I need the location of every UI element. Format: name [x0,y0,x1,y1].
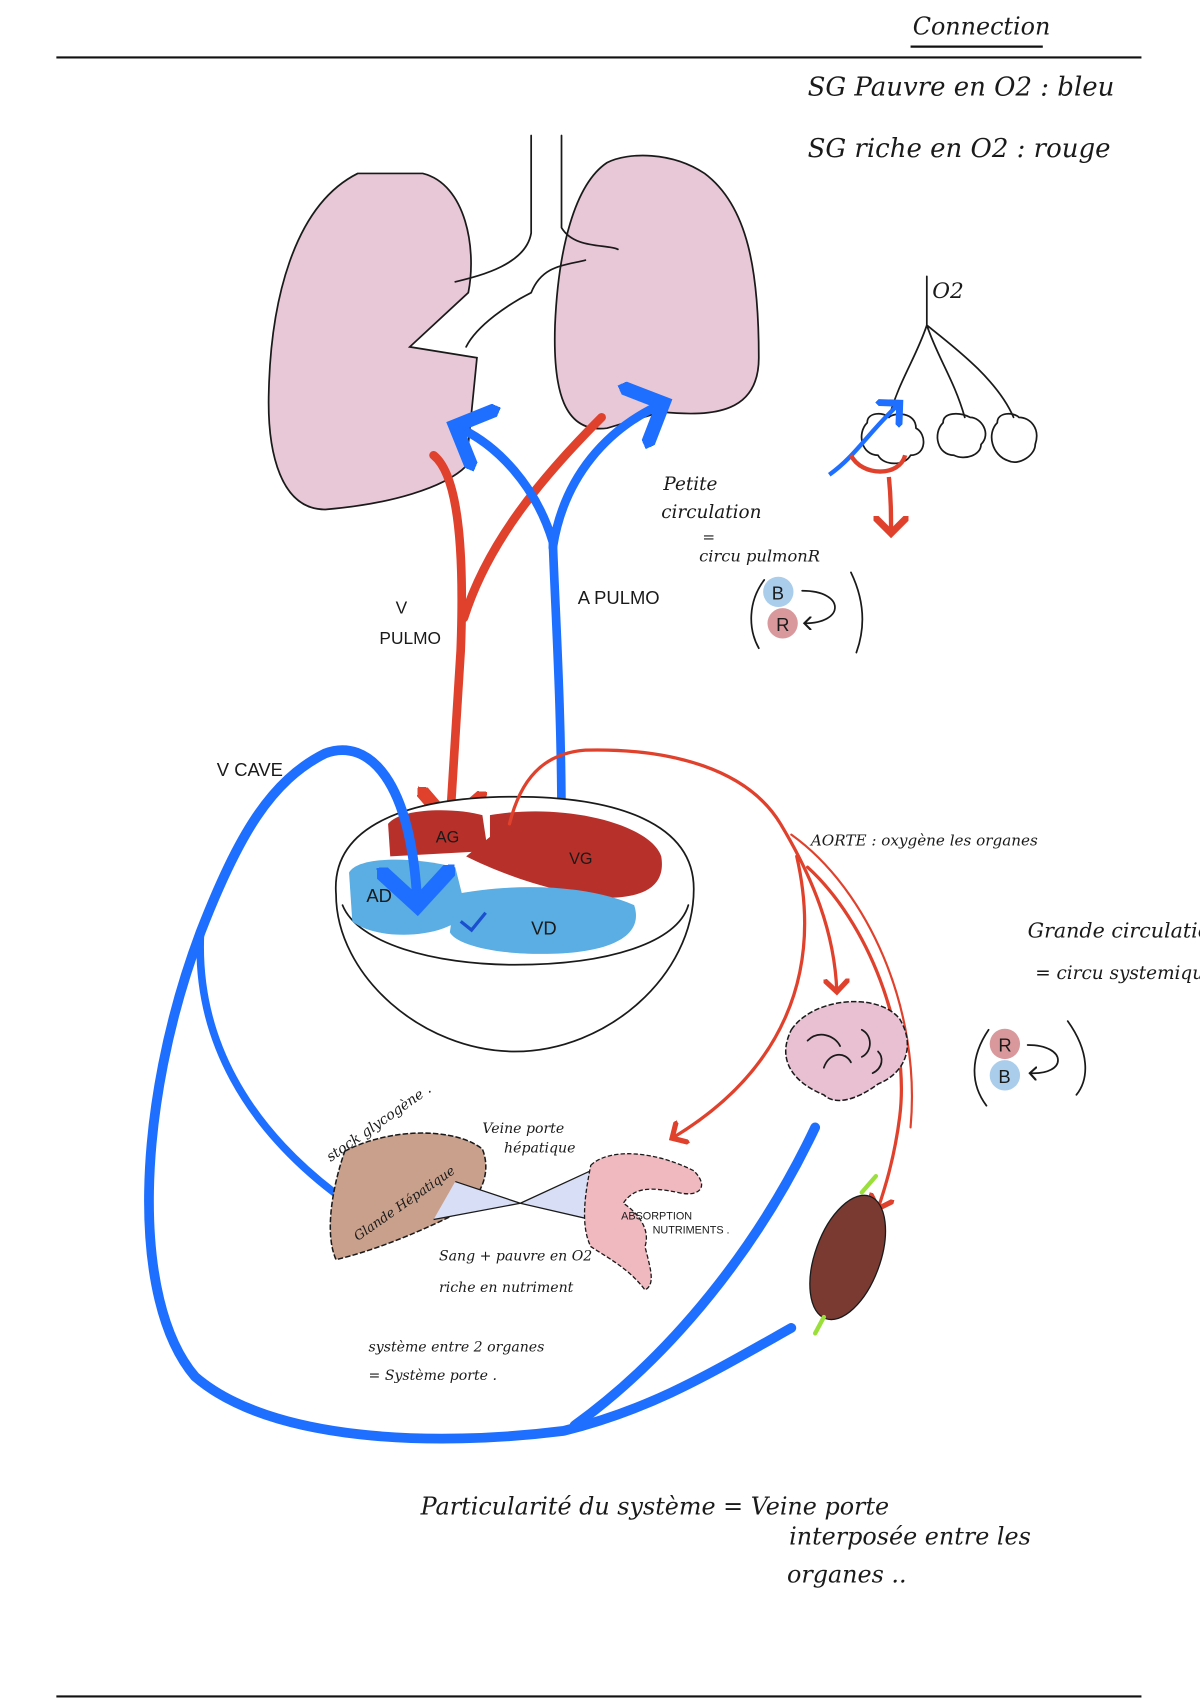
pulmonary-vein-branch [459,413,606,623]
lungs-illustration [267,134,760,511]
label-a-pulmo: A PULMO [578,587,660,608]
label-absorption-2: NUTRIMENTS . [653,1225,730,1237]
systemic-cycle: R B [973,1020,1087,1107]
label-vd: VD [531,917,557,938]
label-v-cave: V CAVE [217,759,283,780]
note-line-1: Particularité du système = Veine porte [420,1492,890,1520]
intestine-illustration [583,1153,703,1291]
label-ad: AD [366,885,392,906]
label-petite-2: circulation [661,502,761,523]
label-veine-porte-2: hépatique [504,1140,575,1156]
pulmonary-artery-branch [548,403,664,552]
label-vg: VG [569,850,592,868]
aorta-arrows [507,748,913,1209]
brain-illustration [785,1000,909,1102]
label-petite-4: circu pulmonR [699,547,820,566]
label-petite-3: = [702,528,715,546]
label-sang-2: riche en nutriment [439,1280,574,1296]
label-ag: AG [436,828,459,846]
label-veine-porte-1: Veine porte [482,1121,564,1137]
legend-poor: SG Pauvre en O2 : bleu [808,72,1115,102]
cycle-systemic-bottom: B [998,1066,1010,1087]
label-o2: O2 [932,279,964,304]
label-grande-1: Grande circulation [1028,919,1200,943]
pulmonary-vein-arrow [434,450,462,824]
label-v-pulmo-2: PULMO [379,628,441,648]
heart-illustration [335,795,695,1053]
cycle-pulmonary-bottom: R [776,614,789,635]
muscle-illustration [809,1173,887,1336]
pulmonary-cycle: B R [750,571,864,654]
label-systeme-2: = Système porte . [369,1368,497,1384]
cycle-pulmonary-top: B [772,582,784,603]
label-grande-2: = circu systemique [1035,963,1200,984]
note-line-3: organes .. [787,1561,907,1589]
label-petite-1: Petite [662,474,717,495]
label-absorption-1: ABSORPTION [621,1211,692,1223]
label-sang-1: Sang + pauvre en O2 [439,1249,592,1265]
page-title: Connection [913,13,1051,41]
pulmonary-artery-arrow [455,426,566,829]
legend-rich: SG riche en O2 : rouge [808,134,1111,164]
cycle-systemic-top: R [998,1034,1011,1055]
alveoli-illustration [827,275,1038,533]
label-v-pulmo-1: V [396,598,408,618]
vena-cava-arrow [144,745,797,1444]
note-line-2: interposée entre les [789,1523,1031,1551]
hepatic-vein [196,928,338,1197]
label-systeme-1: système entre 2 organes [369,1340,545,1356]
label-aorte: AORTE : oxygène les organes [809,832,1038,850]
brain-vein [569,1122,821,1431]
